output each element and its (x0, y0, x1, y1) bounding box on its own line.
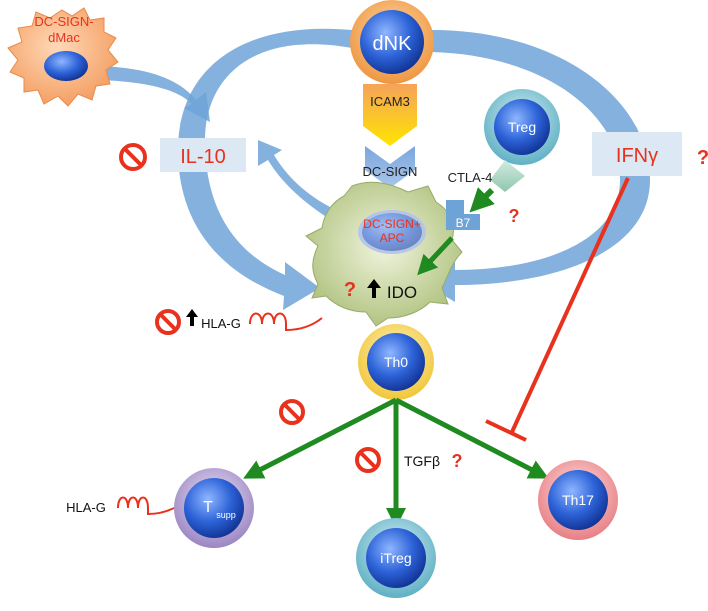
dnk-label: dNK (373, 33, 413, 55)
question-mark-ifng: ? (697, 147, 708, 169)
b7-label: B7 (456, 216, 471, 230)
no-entry-icon (355, 447, 381, 473)
hla-g-coil-icon (249, 312, 323, 332)
question-mark-ido: ? (344, 279, 356, 301)
itreg-cell: iTreg (356, 518, 436, 598)
th17-cell: Th17 (538, 460, 618, 540)
icam3-label: ICAM3 (370, 94, 410, 109)
arrow-dmac-to-il10 (100, 66, 210, 122)
ido-group: ? IDO (344, 279, 417, 302)
tgfb-group: TGFβ ? (355, 447, 463, 473)
dcsign-label: DC-SIGN (363, 164, 418, 179)
dcsign-receptor: DC-SIGN (363, 146, 418, 188)
curved-arrow-dnk-to-apc-left (178, 28, 352, 311)
curved-arrow-dnk-to-apc-right (418, 30, 650, 302)
apc-cell: DC-SIGN+ APC (305, 181, 463, 327)
up-arrow-icon (367, 279, 381, 298)
tsupp-label: T (203, 499, 213, 516)
arrow-th0-to-tsupp (243, 397, 398, 479)
hlag-apc-group: HLA-G (155, 309, 323, 335)
tsupp-subscript: supp (216, 510, 236, 520)
treg-cell: Treg (484, 89, 560, 165)
dmac-cell: DC-SIGN- dMac (7, 7, 119, 107)
hla-g-coil-icon (117, 496, 175, 516)
treg-label: Treg (508, 119, 536, 135)
ifng-box: IFNγ (592, 132, 682, 176)
hlag-tsupp-label: HLA-G (66, 500, 106, 515)
th0-label: Th0 (384, 354, 408, 370)
arrow-ctla4-to-b7 (469, 187, 495, 213)
no-entry-icon (279, 399, 305, 425)
il10-box: IL-10 (160, 138, 246, 172)
ido-label: IDO (387, 283, 417, 302)
dnk-cell: dNK (350, 0, 434, 84)
arrow-b7-to-ido (417, 236, 454, 276)
no-entry-icon (119, 143, 147, 171)
itreg-label: iTreg (380, 550, 411, 566)
apc-label-line1: DC-SIGN+ (363, 217, 421, 231)
ifng-label: IFNγ (616, 145, 658, 167)
icam3-receptor: ICAM3 (363, 84, 417, 146)
th17-label: Th17 (562, 492, 594, 508)
apc-label-line2: APC (380, 231, 405, 245)
dmac-label-line2: dMac (48, 30, 80, 45)
ifng-inhibition-line (485, 177, 630, 442)
ctla4-receptor: CTLA-4 (448, 160, 525, 192)
ctla4-label: CTLA-4 (448, 170, 493, 185)
up-arrow-icon (186, 309, 198, 326)
tgfb-label: TGFβ (404, 453, 440, 469)
hlag-apc-label: HLA-G (201, 316, 241, 331)
arrow-th0-to-th17 (394, 397, 549, 479)
arrow-apc-to-il10 (258, 140, 336, 218)
question-mark-ctla4: ? (509, 206, 520, 226)
tsupp-cell: T supp (174, 468, 254, 548)
hlag-tsupp-group: HLA-G (66, 496, 175, 516)
th0-cell: Th0 (358, 324, 434, 400)
dmac-label-line1: DC-SIGN- (34, 14, 93, 29)
il10-label: IL-10 (180, 146, 226, 168)
no-entry-icon (155, 309, 181, 335)
b7-receptor: B7 (446, 200, 480, 230)
question-mark-tgfb: ? (452, 451, 463, 471)
